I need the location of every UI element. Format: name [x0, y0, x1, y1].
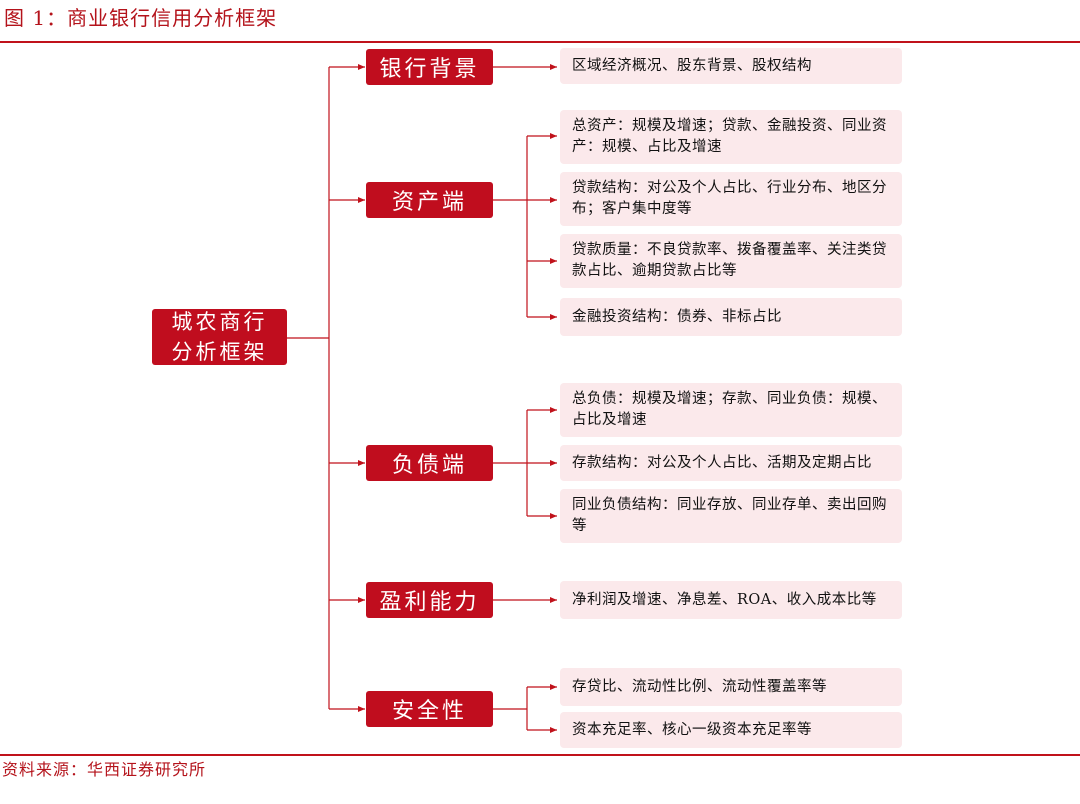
top-divider	[0, 41, 1080, 43]
root-node: 城农商行 分析框架	[152, 309, 287, 365]
figure-title: 图 1：商业银行信用分析框架	[4, 6, 278, 30]
leaf-liabilities-1: 总负债：规模及增速；存款、同业负债：规模、占比及增速	[560, 383, 902, 437]
source-note: 资料来源：华西证券研究所	[2, 760, 207, 779]
branch-node-liabilities: 负债端	[366, 445, 493, 481]
leaf-assets-3: 贷款质量：不良贷款率、拨备覆盖率、关注类贷款占比、逾期贷款占比等	[560, 234, 902, 288]
leaf-profitability-1: 净利润及增速、净息差、ROA、收入成本比等	[560, 581, 902, 619]
root-label-line1: 城农商行	[171, 310, 268, 334]
leaf-safety-2: 资本充足率、核心一级资本充足率等	[560, 712, 902, 748]
leaf-assets-1: 总资产：规模及增速；贷款、金融投资、同业资产：规模、占比及增速	[560, 110, 902, 164]
branch-node-profitability: 盈利能力	[366, 582, 493, 618]
leaf-text: 总负债：规模及增速；存款、同业负债：规模、占比及增速	[572, 391, 887, 428]
leaf-text: 总资产：规模及增速；贷款、金融投资、同业资产：规模、占比及增速	[572, 118, 887, 155]
leaf-text: 同业负债结构：同业存放、同业存单、卖出回购等	[572, 497, 887, 534]
leaf-assets-2: 贷款结构：对公及个人占比、行业分布、地区分布；客户集中度等	[560, 172, 902, 226]
leaf-liabilities-2: 存款结构：对公及个人占比、活期及定期占比	[560, 445, 902, 481]
leaf-text: 净利润及增速、净息差、ROA、收入成本比等	[572, 591, 877, 608]
bottom-divider	[0, 754, 1080, 756]
leaf-bank-background-1: 区域经济概况、股东背景、股权结构	[560, 48, 902, 84]
leaf-text: 存款结构：对公及个人占比、活期及定期占比	[572, 454, 872, 471]
leaf-safety-1: 存贷比、流动性比例、流动性覆盖率等	[560, 668, 902, 706]
branch-node-bank-background: 银行背景	[366, 49, 493, 85]
leaf-liabilities-3: 同业负债结构：同业存放、同业存单、卖出回购等	[560, 489, 902, 543]
branch-node-assets: 资产端	[366, 182, 493, 218]
branch-node-safety: 安全性	[366, 691, 493, 727]
root-label-line2: 分析框架	[171, 340, 268, 364]
leaf-text: 贷款结构：对公及个人占比、行业分布、地区分布；客户集中度等	[572, 180, 887, 217]
leaf-text: 贷款质量：不良贷款率、拨备覆盖率、关注类贷款占比、逾期贷款占比等	[572, 242, 887, 279]
leaf-assets-4: 金融投资结构：债券、非标占比	[560, 298, 902, 336]
leaf-text: 金融投资结构：债券、非标占比	[572, 308, 782, 325]
leaf-text: 资本充足率、核心一级资本充足率等	[572, 721, 812, 738]
leaf-text: 存贷比、流动性比例、流动性覆盖率等	[572, 678, 827, 695]
leaf-text: 区域经济概况、股东背景、股权结构	[572, 57, 812, 74]
